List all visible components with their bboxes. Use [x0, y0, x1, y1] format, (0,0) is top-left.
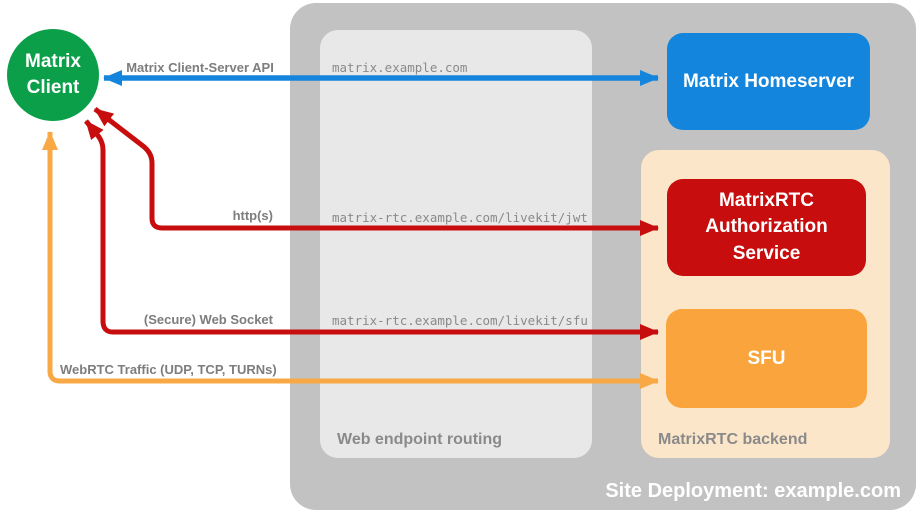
homeserver-url-label: matrix.example.com — [332, 60, 468, 75]
webrtc-traffic-label: WebRTC Traffic (UDP, TCP, TURNs) — [60, 362, 277, 377]
matrixrtc-authorization-service-node: MatrixRTC Authorization Service — [667, 179, 866, 276]
matrixrtc-backend-label: MatrixRTC backend — [658, 431, 808, 448]
matrix-client-node: Matrix Client — [7, 29, 99, 121]
web-endpoint-routing-label: Web endpoint routing — [337, 431, 503, 448]
web-endpoint-routing-panel: Web endpoint routing — [320, 30, 592, 458]
sfu-node: SFU — [666, 309, 867, 408]
websocket-label: (Secure) Web Socket — [143, 312, 273, 327]
matrix-homeserver-node: Matrix Homeserver — [667, 33, 870, 130]
jwt-url-label: matrix-rtc.example.com/livekit/jwt — [332, 210, 588, 225]
https-label: http(s) — [232, 208, 273, 223]
sfu-url-label: matrix-rtc.example.com/livekit/sfu — [332, 313, 588, 328]
site-deployment-label: Site Deployment: example.com — [605, 480, 901, 502]
client-server-api-label: Matrix Client-Server API — [126, 60, 274, 75]
